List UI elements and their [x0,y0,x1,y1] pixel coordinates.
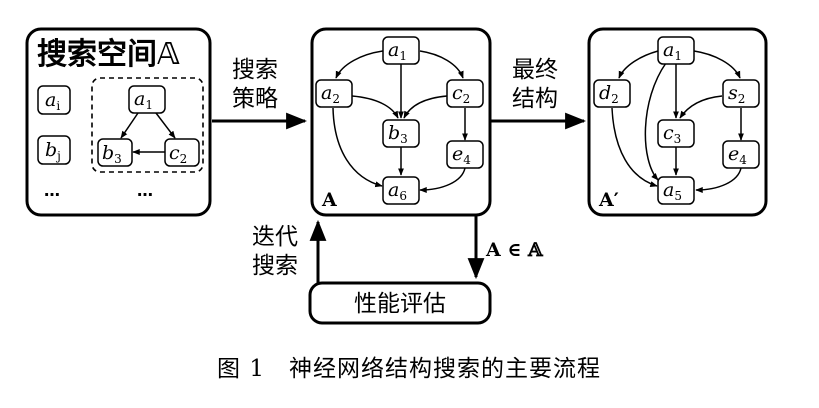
svg-text:ai: ai [45,89,60,113]
panel-a-node-e4: e4 [446,140,484,169]
svg-text:b3: b3 [102,142,122,166]
ellipsis-left: … [44,181,60,200]
edge-d2-a5 [611,107,658,187]
search-space-panel: 搜索空间𝔸 ai bj … … a1 b3 c2 [25,27,212,217]
svg-text:a6: a6 [388,179,407,203]
figure-caption: 图 1 神经网络结构搜索的主要流程 [217,356,601,382]
label-iterative-search-2: 搜索 [252,253,298,279]
edge-e4-a6 [419,167,466,193]
label-iterative-search-1: 迭代 [252,224,298,250]
svg-text:a1: a1 [388,39,407,63]
space-node-b3: b3 [97,138,133,167]
label-search-strategy-2: 策略 [232,86,278,112]
panel-a-node-a6: a6 [382,176,420,205]
edge-a1-b3 [120,112,139,139]
svg-text:a2: a2 [321,82,340,106]
space-node-c2: c2 [164,138,200,167]
edge-a1-c2 [155,112,176,139]
label-search-strategy-1: 搜索 [232,57,278,83]
svg-text:s2: s2 [728,82,745,106]
sample-subgraph-frame [91,77,204,173]
label-final-structure-1: 最终 [512,57,558,83]
panel-a-prime-node-d2: d2 [593,79,631,108]
svg-text:a5: a5 [663,179,682,203]
search-item-bj: bj [37,135,71,165]
edge-a1-c2 [419,50,464,79]
panel-a-prime-node-s2: s2 [722,79,760,108]
panel-a-node-b3: b3 [382,119,420,148]
svg-text:e4: e4 [452,143,471,167]
panel-a-prime-node-a5: a5 [657,176,695,205]
edge-a1-a2 [335,50,384,79]
edge-a1-a5 [644,62,667,181]
evaluation-label: 性能评估 [354,291,446,317]
edge-a1-d2 [618,50,659,79]
panel-a-prime-label: A′ [598,189,619,211]
panel-a-node-a1: a1 [382,36,420,65]
panel-a-prime-node-a1: a1 [657,36,695,65]
edge-a1-s2 [693,50,741,79]
panel-a-node-a2: a2 [315,79,353,108]
svg-text:bj: bj [45,139,61,163]
edge-e4-a5 [695,167,742,193]
search-item-ai: ai [37,85,71,115]
edge-a2-b3 [351,95,399,119]
svg-text:a1: a1 [663,39,682,63]
svg-text:c2: c2 [452,82,470,106]
svg-text:a1: a1 [134,88,153,112]
ellipsis-right: … [137,181,153,200]
svg-text:c3: c3 [663,122,681,146]
label-final-structure-2: 结构 [512,86,558,112]
label-membership: A ∈ 𝔸 [485,239,544,261]
evaluation-box: 性能评估 [308,281,492,325]
space-node-a1: a1 [128,85,166,114]
svg-text:c2: c2 [169,142,187,166]
svg-text:d2: d2 [599,82,619,106]
edge-a2-a6 [332,107,383,188]
search-space-title: 搜索空间𝔸 [37,37,180,72]
panel-a-node-c2: c2 [446,79,484,108]
edge-c2-b3 [403,95,448,119]
architecture-panel-a-prime: A′ a1 d2 s2 c3 e4 a5 [587,27,768,217]
edge-s2-c3 [679,95,723,119]
panel-a-prime-node-c3: c3 [657,119,695,148]
panel-a-prime-node-e4: e4 [722,140,760,169]
panel-a-label: A [321,189,337,211]
architecture-panel-a: A a1 a2 c2 b3 e4 a6 [310,27,492,217]
svg-text:b3: b3 [388,122,408,146]
svg-text:e4: e4 [728,143,747,167]
